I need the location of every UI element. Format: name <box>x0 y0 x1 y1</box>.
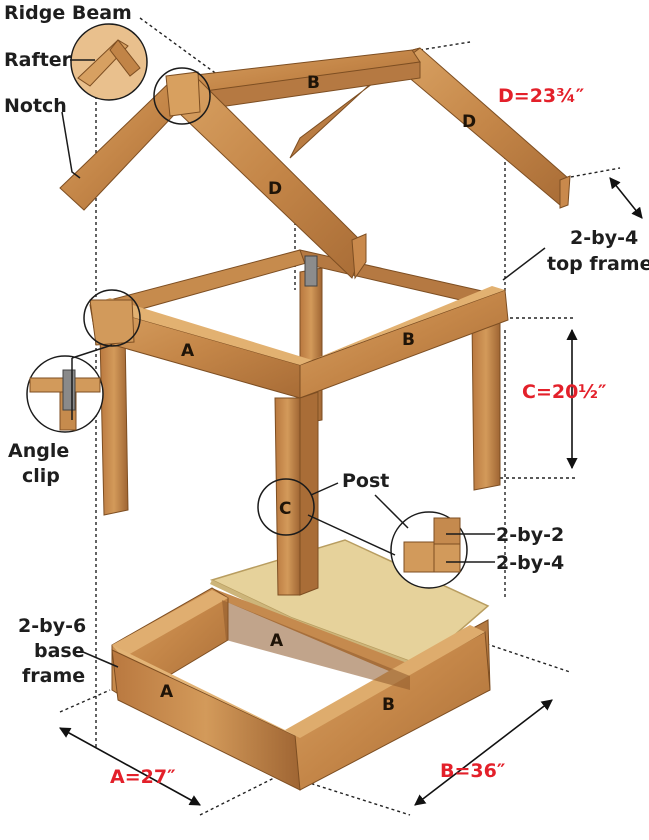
dimension-a: A=27″ <box>110 766 176 788</box>
part-ridge-b: B <box>307 73 320 93</box>
label-2-by-2: 2-by-2 <box>496 524 564 546</box>
rafter-detail-icon <box>77 39 141 87</box>
roof <box>59 47 571 280</box>
angle-clip-detail-icon <box>29 369 101 431</box>
part-post-c: C <box>279 499 291 519</box>
part-top-b: B <box>402 330 415 350</box>
label-ridge-beam: Ridge Beam <box>4 2 132 24</box>
label-angle-clip-line2: clip <box>22 465 60 487</box>
label-top-frame-line1: 2-by-4 <box>570 227 638 249</box>
part-rafter-d-right: D <box>462 112 476 132</box>
label-rafter: Rafter <box>4 49 72 71</box>
part-top-a: A <box>181 341 195 361</box>
top-frame <box>89 249 509 596</box>
part-base-a-back: A <box>270 631 284 651</box>
label-2-by-4: 2-by-4 <box>496 552 564 574</box>
dimension-d: D=23¾″ <box>498 85 585 107</box>
post-section-detail-icon <box>403 517 461 573</box>
dimension-b: B=36″ <box>440 760 506 782</box>
part-base-b: B <box>382 695 395 715</box>
part-rafter-d-left: D <box>268 179 282 199</box>
label-top-frame-line2: top frame <box>547 253 649 275</box>
dimension-c: C=20½″ <box>522 381 607 403</box>
leader-lines <box>61 59 546 668</box>
label-base-frame-line3: frame <box>22 665 85 687</box>
label-angle-clip-line1: Angle <box>8 440 69 462</box>
part-base-a-front: A <box>160 682 174 702</box>
label-base-frame-line1: 2-by-6 <box>18 615 86 637</box>
label-post: Post <box>342 470 389 492</box>
dimension-arrows <box>59 177 643 806</box>
label-base-frame-line2: base <box>34 640 85 662</box>
label-notch: Notch <box>4 95 67 117</box>
